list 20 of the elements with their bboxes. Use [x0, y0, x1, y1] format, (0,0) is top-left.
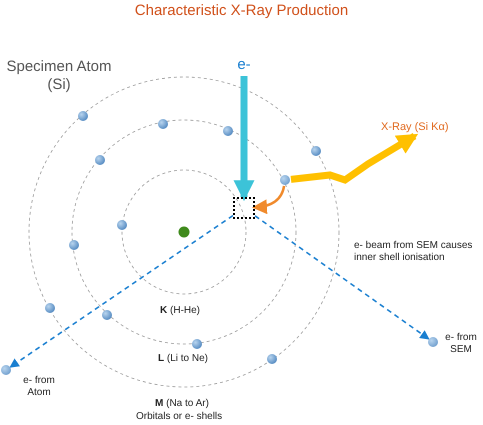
shell-label: L (Li to Ne) — [158, 353, 210, 365]
title: Characteristic X-Ray Production — [134, 2, 350, 20]
electron-caption: e- from SEM — [444, 332, 478, 356]
arrow — [254, 215, 430, 340]
annotation: e- beam from SEM causes inner shell ionisation — [354, 240, 474, 264]
electron — [280, 175, 290, 185]
shell-label: M (Na to Ar) — [155, 398, 210, 410]
arrow — [234, 76, 254, 202]
annotation: Orbitals or e- shells — [136, 411, 224, 423]
arrow — [290, 133, 418, 184]
electron-caption: e- from Atom — [22, 375, 56, 399]
shell-label: K (H-He) — [160, 305, 202, 317]
beam-label: e- — [232, 56, 256, 76]
arrow — [9, 214, 234, 368]
annotation: Specimen Atom (Si) — [5, 58, 113, 94]
electron — [1, 365, 11, 375]
electron — [428, 337, 438, 347]
xray-label: X-Ray (Si Kα) — [381, 121, 473, 136]
ionisation-site-box — [233, 197, 255, 219]
arrow — [252, 186, 286, 214]
